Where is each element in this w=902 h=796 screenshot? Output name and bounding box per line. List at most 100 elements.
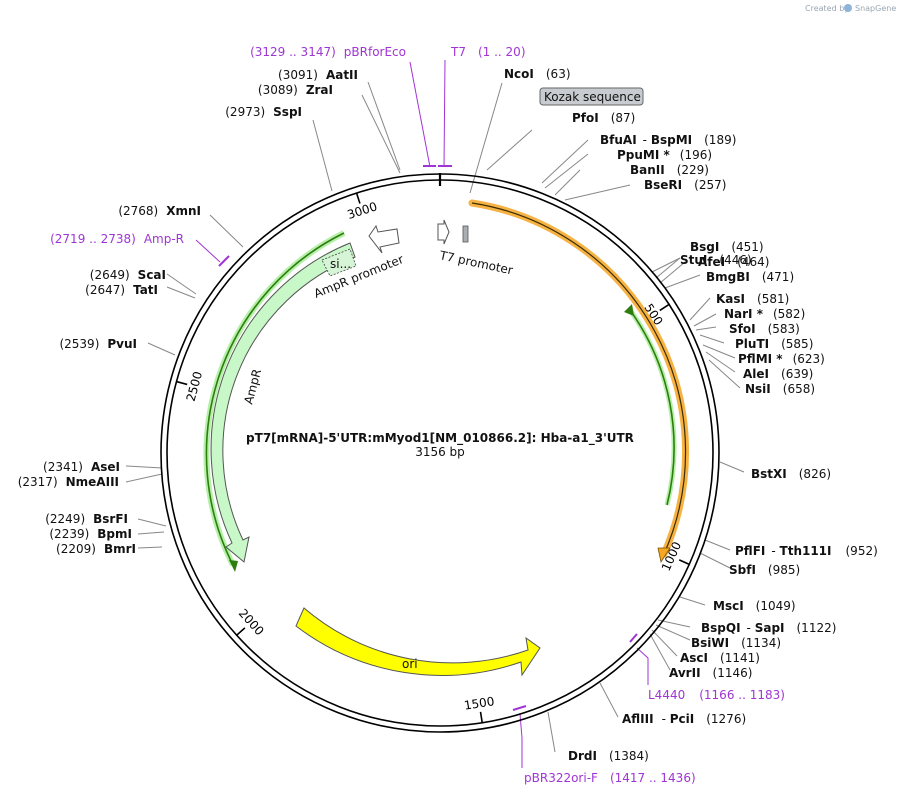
svg-text:(2539)PvuI: (2539)PvuI bbox=[59, 337, 137, 351]
backbone bbox=[160, 173, 720, 733]
svg-text:(2239)BpmI: (2239) BpmI bbox=[49, 527, 132, 541]
primer-l4440[interactable]: L4440 bbox=[648, 688, 685, 702]
site-xmni[interactable]: XmnI bbox=[166, 204, 201, 218]
site-tati-pos: (2647) bbox=[85, 283, 125, 297]
svg-text:SfoI(583): SfoI(583) bbox=[729, 322, 800, 336]
svg-text:BanII(229): BanII(229) bbox=[630, 163, 709, 177]
site-stui[interactable]: StuI bbox=[680, 253, 707, 267]
site-alei[interactable]: AleI bbox=[743, 367, 769, 381]
site-asci[interactable]: AscI bbox=[680, 651, 708, 665]
ori-label: ori bbox=[402, 657, 418, 671]
site-ppumi[interactable]: PpuMI * bbox=[617, 148, 671, 162]
primer-l4440-range: (1166 .. 1183) bbox=[699, 688, 785, 702]
site-avrii-pos: (1146) bbox=[713, 666, 753, 680]
tick-mark-1000 bbox=[678, 559, 690, 566]
site-pluti[interactable]: PluTI bbox=[735, 337, 769, 351]
site-sbfi-pos: (985) bbox=[768, 563, 800, 577]
site-pfoi-pos: (87) bbox=[611, 111, 636, 125]
snapgene-logo-icon bbox=[844, 4, 852, 12]
svg-text:StuI(446): StuI(446) bbox=[680, 253, 752, 267]
site-bmgbi[interactable]: BmgBI bbox=[706, 270, 750, 284]
svg-text:L4440(1166 .. 1183): L4440 (1166 .. 1183) bbox=[648, 688, 785, 702]
ori-feature[interactable]: ori bbox=[295, 607, 541, 677]
site-pvui[interactable]: PvuI bbox=[107, 337, 137, 351]
site-bsgi-pos: (451) bbox=[731, 240, 763, 254]
svg-text:pBR322ori-F(1417 .. 1436): pBR322ori-F(1417 .. 1436) bbox=[524, 771, 696, 785]
site-nsii[interactable]: NsiI bbox=[745, 382, 771, 396]
site-bsgi[interactable]: BsgI bbox=[690, 240, 719, 254]
site-nmeaiii[interactable]: NmeAIII bbox=[66, 475, 119, 489]
plasmid-length: 3156 bp bbox=[415, 445, 465, 459]
site-bsrfi[interactable]: BsrFI bbox=[93, 512, 128, 526]
site-ncoi[interactable]: NcoI bbox=[504, 67, 534, 81]
site-kasi[interactable]: KasI bbox=[716, 292, 745, 306]
svg-text:BspQI- SapI(1122): BspQI- SapI(1122) bbox=[701, 621, 836, 635]
site-pfoi[interactable]: PfoI bbox=[572, 111, 599, 125]
svg-text:PflMI *(623): PflMI * (623) bbox=[738, 352, 825, 366]
site-pcii[interactable]: PciI bbox=[670, 712, 695, 726]
site-bpmi[interactable]: BpmI bbox=[97, 527, 132, 541]
svg-text:(2768)XmnI: (2768)XmnI bbox=[118, 204, 201, 218]
site-avrii[interactable]: AvrII bbox=[669, 666, 701, 680]
site-bspmi[interactable]: BspMI bbox=[651, 133, 692, 147]
t7-promoter-feature[interactable]: T7 promoter bbox=[437, 219, 514, 277]
svg-text:MscI(1049): MscI(1049) bbox=[713, 599, 796, 613]
primer-ampr[interactable]: Amp-R bbox=[144, 232, 184, 246]
site-pflmi[interactable]: PflMI * bbox=[738, 352, 783, 366]
site-drdi-pos: (1384) bbox=[609, 749, 649, 763]
site-nari[interactable]: NarI * bbox=[724, 307, 764, 321]
svg-text:BmgBI(471): BmgBI(471) bbox=[706, 270, 794, 284]
tick-mark-500 bbox=[659, 303, 670, 312]
site-pflfi[interactable]: PflFI bbox=[735, 544, 765, 558]
site-bspqi[interactable]: BspQI bbox=[701, 621, 741, 635]
credit-brand: SnapGene bbox=[855, 4, 896, 13]
site-zrai-pos: (3089) bbox=[258, 83, 298, 97]
site-pflmi-pos: (623) bbox=[793, 352, 825, 366]
site-bseri-pos: (257) bbox=[694, 178, 726, 192]
primer-t7[interactable]: T7 bbox=[450, 45, 466, 59]
tick-label-2500: 2500 bbox=[184, 370, 206, 403]
site-asei[interactable]: AseI bbox=[91, 460, 120, 474]
site-ncoi-pos: (63) bbox=[546, 67, 571, 81]
site-bseri[interactable]: BseRI bbox=[644, 178, 682, 192]
svg-text:AvrII(1146): AvrII (1146) bbox=[669, 666, 752, 680]
site-scai[interactable]: ScaI bbox=[138, 268, 166, 282]
svg-text:(3089)ZraI: (3089) ZraI bbox=[258, 83, 333, 97]
ampr-feature[interactable]: si... bbox=[210, 242, 357, 563]
svg-text:(2719 .. 2738)Amp-R: (2719 .. 2738)Amp-R bbox=[50, 232, 184, 246]
kozak-callout[interactable]: Kozak sequence bbox=[539, 87, 644, 106]
site-bstxi[interactable]: BstXI bbox=[751, 467, 787, 481]
svg-text:BfuAI- BspMI(189): BfuAI- BspMI(189) bbox=[600, 133, 736, 147]
t7-promoter-label: T7 promoter bbox=[437, 248, 514, 277]
site-afliii[interactable]: AflIII bbox=[622, 712, 654, 726]
site-alei-pos: (639) bbox=[781, 367, 813, 381]
site-afei[interactable]: AfeI bbox=[698, 255, 725, 269]
credit-prefix: Created by bbox=[805, 4, 849, 13]
site-aatii[interactable]: AatII bbox=[326, 68, 358, 82]
site-msci[interactable]: MscI bbox=[713, 599, 744, 613]
site-bfuai[interactable]: BfuAI bbox=[600, 133, 637, 147]
primer-pbrforeco[interactable]: pBRforEco bbox=[344, 45, 406, 59]
site-tati[interactable]: TatI bbox=[133, 283, 158, 297]
svg-text:(2647)TatI: (2647) TatI bbox=[85, 283, 158, 297]
site-drdi[interactable]: DrdI bbox=[568, 749, 597, 763]
site-bmri[interactable]: BmrI bbox=[104, 542, 136, 556]
site-bpmi-pos: (2239) bbox=[49, 527, 89, 541]
primer-pbr322ori[interactable]: pBR322ori-F bbox=[524, 771, 598, 785]
site-sspi[interactable]: SspI bbox=[273, 105, 302, 119]
tick-label-2000: 2000 bbox=[236, 606, 267, 638]
site-sapi[interactable]: SapI bbox=[755, 621, 785, 635]
primer-leaders bbox=[195, 59, 649, 768]
site-afliii-pos: (1276) bbox=[706, 712, 746, 726]
svg-text:DrdI(1384): DrdI (1384) bbox=[568, 749, 649, 763]
svg-text:NarI *(582): NarI *(582) bbox=[724, 307, 805, 321]
site-banii[interactable]: BanII bbox=[630, 163, 665, 177]
site-bsiwi[interactable]: BsiWI bbox=[691, 636, 729, 650]
svg-text:(2341)AseI: (2341)AseI bbox=[43, 460, 120, 474]
svg-text:AfeI(464): AfeI(464) bbox=[698, 255, 769, 269]
site-sfoi[interactable]: SfoI bbox=[729, 322, 756, 336]
site-tth111i[interactable]: Tth111I bbox=[780, 544, 832, 558]
site-zrai[interactable]: ZraI bbox=[306, 83, 333, 97]
snapgene-credit: Created by SnapGene bbox=[805, 4, 896, 13]
site-sbfi[interactable]: SbfI bbox=[729, 563, 756, 577]
